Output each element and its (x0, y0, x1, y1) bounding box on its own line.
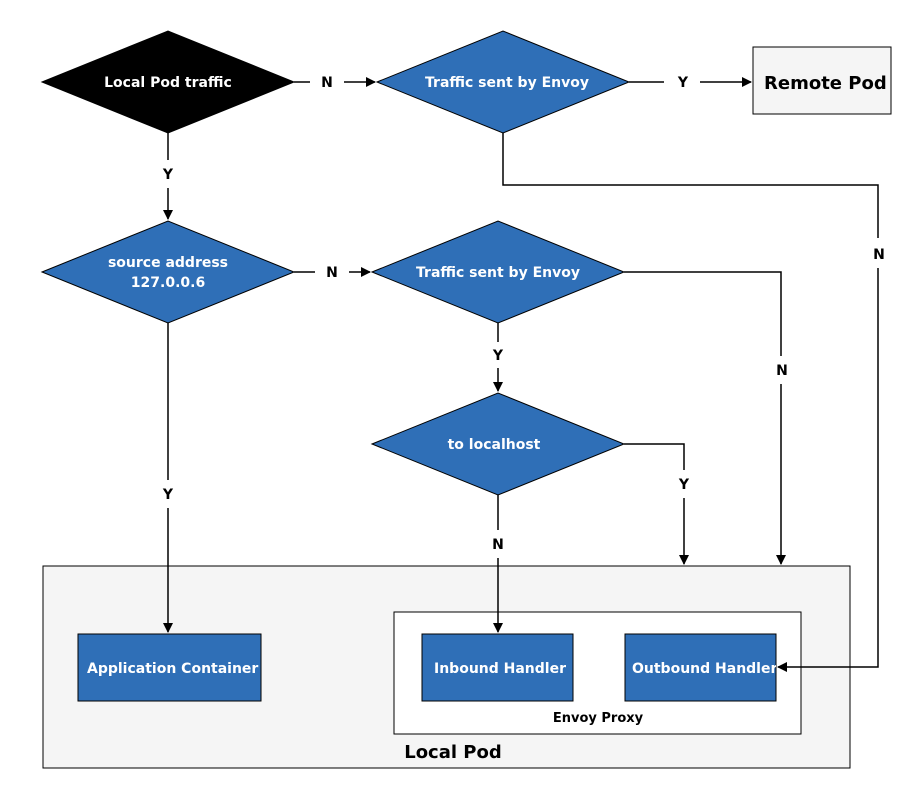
application-container-box (77, 633, 262, 702)
edge-envoy-top-to-outbound-a (502, 133, 879, 238)
edge-label-local-to-source: Y (162, 167, 174, 183)
edge-label-source-to-envoy-mid: N (326, 265, 338, 281)
remote-pod-label: Remote Pod (764, 73, 887, 94)
inbound-handler-box (421, 633, 574, 702)
local-pod-traffic-label: Local Pod traffic (104, 75, 232, 91)
traffic-sent-by-envoy-mid-label: Traffic sent by Envoy (416, 265, 580, 281)
edge-localhost-to-outbound-a (624, 443, 685, 470)
application-container-label: Application Container (87, 661, 258, 677)
edge-envoy-top-to-outbound-b (777, 268, 879, 672)
edge-label-localhost-to-inbound: N (492, 537, 504, 553)
source-address-decision (40, 220, 296, 324)
to-localhost-label: to localhost (448, 437, 541, 453)
traffic-sent-by-envoy-top-label: Traffic sent by Envoy (425, 75, 589, 91)
edge-label-envoy-mid-to-localhost: Y (492, 348, 504, 364)
remote-pod-box (752, 46, 892, 115)
source-address-label-line1: source address (108, 255, 228, 271)
envoy-proxy-label: Envoy Proxy (553, 711, 644, 726)
edge-envoy-mid-to-outbound-a (624, 271, 782, 356)
edge-label-envoy-mid-to-outbound: N (776, 363, 788, 379)
edge-label-source-to-app: Y (162, 487, 174, 503)
edge-label-envoy-top-to-remote: Y (677, 75, 689, 91)
outbound-handler-label: Outbound Handler (632, 661, 777, 677)
source-address-label-line2: 127.0.0.6 (131, 275, 205, 291)
edge-label-envoy-top-to-outbound: N (873, 247, 885, 263)
edge-label-localhost-to-outbound: Y (678, 477, 690, 493)
edge-label-local-to-envoy-top: N (321, 75, 333, 91)
local-pod-label: Local Pod (404, 742, 502, 763)
inbound-handler-label: Inbound Handler (434, 661, 566, 677)
outbound-handler-box (624, 633, 777, 702)
